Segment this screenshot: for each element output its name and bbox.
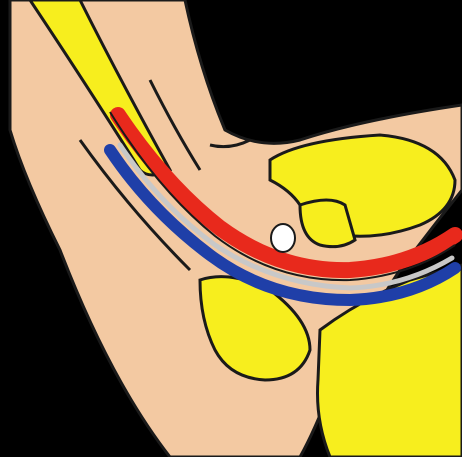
white-highlight <box>271 224 295 252</box>
